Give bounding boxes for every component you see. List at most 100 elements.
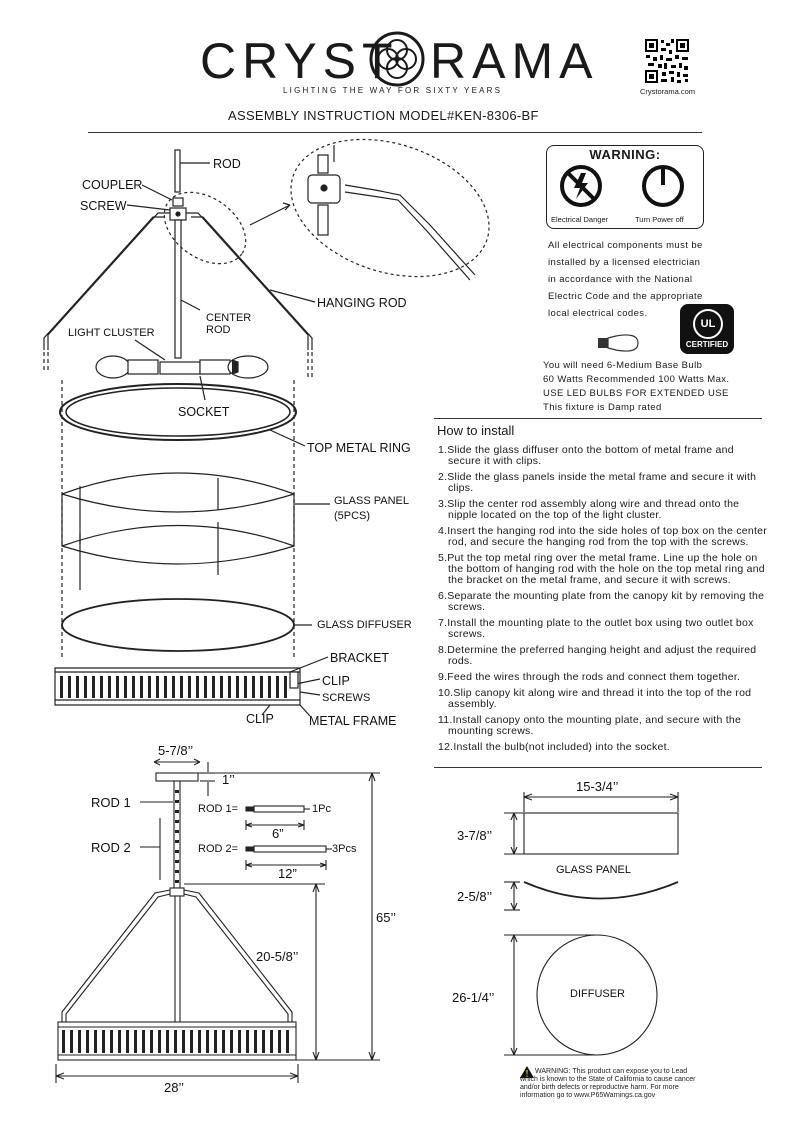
instruction-step: 6.Separate the mounting plate from the c… <box>438 590 765 613</box>
frame-slat <box>230 1030 233 1053</box>
instruction-step: 11.Install canopy onto the mounting plat… <box>438 714 742 737</box>
frame-slat <box>92 676 95 698</box>
label-metal-frame: METAL FRAME <box>309 714 397 728</box>
instruction-step: 1.Slide the glass diffuser onto the bott… <box>438 444 734 467</box>
frame-slat <box>188 676 191 698</box>
ul-certified-badge: UL CERTIFIED <box>680 304 734 354</box>
ul-mark-icon: UL <box>693 309 723 339</box>
bulb-info-line: 60 Watts Recommended 100 Watts Max. <box>543 374 730 385</box>
rod-notch <box>175 850 179 853</box>
warning-line: installed by a licensed electrician <box>548 257 701 268</box>
frame-slat <box>68 676 71 698</box>
label-clip-right: CLIP <box>322 674 350 688</box>
frame-slat <box>228 676 231 698</box>
frame-slat <box>156 676 159 698</box>
dim-panel-curve: 2-5/8’’ <box>457 889 493 904</box>
frame-slat <box>124 676 127 698</box>
label-screws: SCREWS <box>322 692 371 704</box>
frame-slat <box>252 676 255 698</box>
frame-slat <box>180 676 183 698</box>
instructions-list: 1.Slide the glass diffuser onto the bott… <box>438 445 768 758</box>
label-glass-panel-part: GLASS PANEL <box>556 864 631 876</box>
instruction-step: 9.Feed the wires through the rods and co… <box>438 671 741 683</box>
electrical-danger-caption: Electrical Danger <box>551 215 609 224</box>
instructions-top-divider <box>434 418 762 419</box>
dim-body-height: 20-5/8’’ <box>256 949 299 964</box>
frame-slat <box>212 676 215 698</box>
label-rod: ROD <box>213 157 241 171</box>
frame-slat <box>172 676 175 698</box>
dim-panel-height: 3-7/8’’ <box>457 828 493 843</box>
frame-slat <box>286 1030 289 1053</box>
label-top-metal-ring: TOP METAL RING <box>307 441 411 455</box>
label-hanging-rod: HANGING ROD <box>317 296 407 310</box>
rod-notch <box>175 820 179 823</box>
frame-slat <box>204 676 207 698</box>
rod-notch <box>175 840 179 843</box>
rod2-equals: ROD 2= <box>198 843 239 855</box>
frame-slat <box>126 1030 129 1053</box>
power-off-caption: Turn Power off <box>635 215 684 224</box>
label-glass-panel: GLASS PANEL <box>334 495 409 507</box>
brand-logo-icon <box>368 30 426 88</box>
bulb-info-line: You will need 6-Medium Base Bulb <box>543 360 703 371</box>
rod1-length: 6” <box>272 826 284 841</box>
frame-slat <box>60 676 63 698</box>
rod-notch <box>175 870 179 873</box>
dim-rod1-label: ROD 1 <box>91 795 131 810</box>
rod-notch <box>175 800 179 803</box>
frame-slat <box>150 1030 153 1053</box>
label-center-rod-line1: CENTER <box>206 312 252 324</box>
frame-slat <box>134 1030 137 1053</box>
frame-slat <box>140 676 143 698</box>
light-bulb-icon <box>596 330 642 356</box>
rod2-length: 12” <box>278 866 297 881</box>
dim-rod2-label: ROD 2 <box>91 840 131 855</box>
frame-slat <box>246 1030 249 1053</box>
rod-notch <box>175 880 179 883</box>
frame-slat <box>236 676 239 698</box>
page-title: ASSEMBLY INSTRUCTION MODEL#KEN-8306-BF <box>228 108 539 123</box>
label-diffuser-part: DIFFUSER <box>570 988 625 1000</box>
prop65-line: and/or birth defects or reproductive har… <box>520 1084 679 1091</box>
frame-slat <box>78 1030 81 1053</box>
frame-slat <box>262 1030 265 1053</box>
frame-slat <box>190 1030 193 1053</box>
frame-slat <box>254 1030 257 1053</box>
warning-text: All electrical components must be instal… <box>548 237 703 322</box>
frame-slat <box>164 676 167 698</box>
website: Crystorama.com <box>640 87 696 96</box>
tagline: LIGHTING THE WAY FOR SIXTY YEARS <box>283 86 503 95</box>
rod-notch <box>175 830 179 833</box>
frame-slat <box>76 676 79 698</box>
frame-slat <box>86 1030 89 1053</box>
frame-slat <box>196 676 199 698</box>
frame-slat <box>206 1030 209 1053</box>
dim-panel-width: 15-3/4’’ <box>576 779 619 794</box>
prop65-warning-icon <box>520 1066 534 1078</box>
instruction-step: 3.Slip the center rod assembly along wir… <box>438 498 740 521</box>
frame-slat <box>222 1030 225 1053</box>
frame-slat <box>244 676 247 698</box>
rod1-quantity: 1Pc <box>312 803 331 815</box>
frame-slat <box>158 1030 161 1053</box>
warning-line: All electrical components must be <box>548 240 703 251</box>
instruction-step: 7.Install the mounting plate to the outl… <box>438 617 754 640</box>
label-coupler: COUPLER <box>82 178 143 192</box>
instruction-step: 2.Slide the glass panels inside the meta… <box>438 471 757 494</box>
instructions-heading: How to install <box>437 423 515 438</box>
frame-slat <box>268 676 271 698</box>
brand-left: CRYST <box>200 33 399 89</box>
rod1-equals: ROD 1= <box>198 803 239 815</box>
frame-slat <box>198 1030 201 1053</box>
rod-notch <box>175 860 179 863</box>
frame-slat <box>116 676 119 698</box>
frame-slat <box>278 1030 281 1053</box>
dim-canopy-height: 1’’ <box>222 772 235 787</box>
dim-canopy-width: 5-7/8’’ <box>158 743 194 758</box>
dim-body-width: 28’’ <box>164 1080 185 1095</box>
instruction-step: 5.Put the top metal ring over the metal … <box>438 552 765 586</box>
label-glass-panel-count: (5PCS) <box>334 510 371 522</box>
